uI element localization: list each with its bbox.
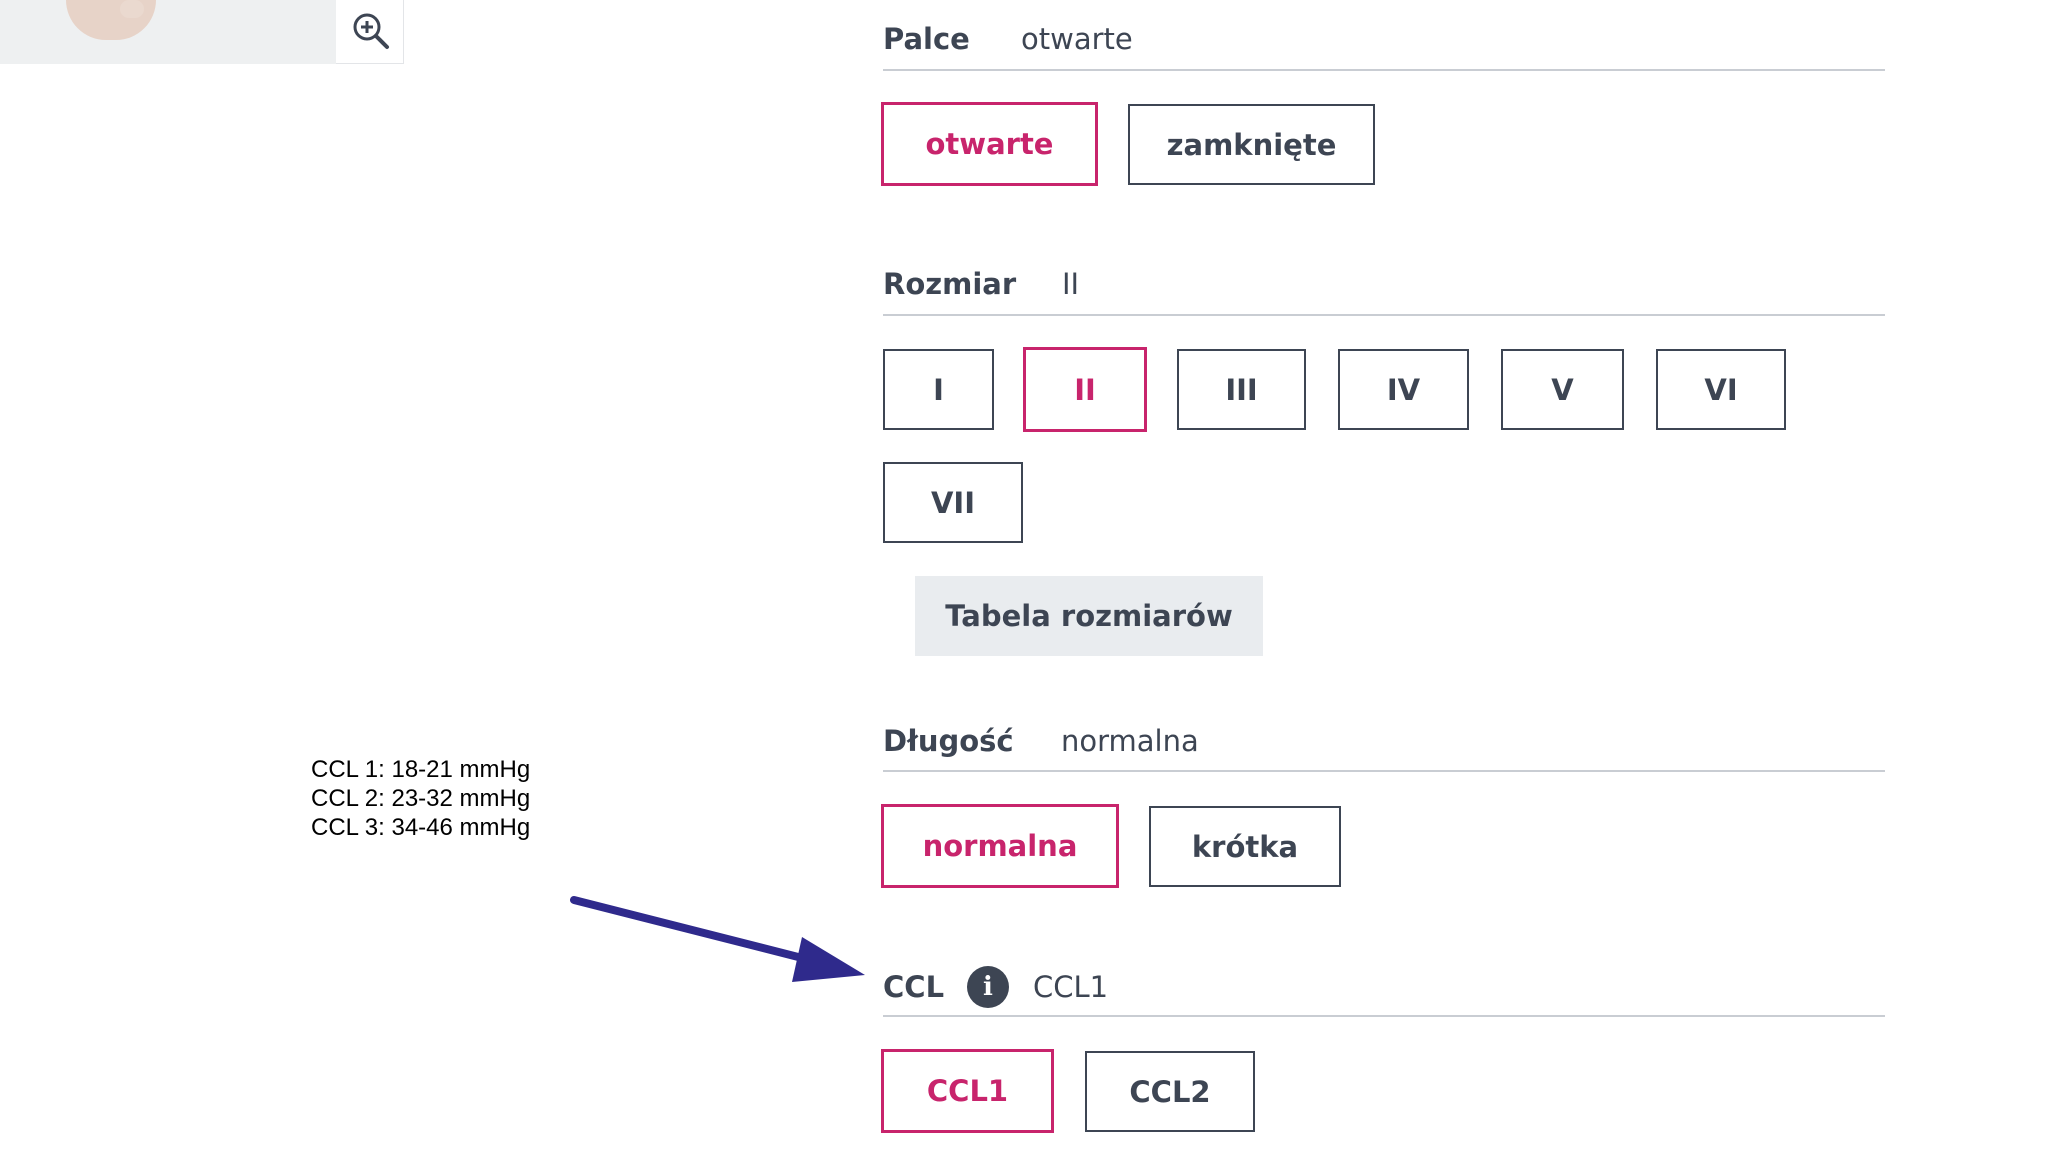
ccl-option-1[interactable]: CCL1 [881,1049,1054,1133]
size-divider [883,314,1885,316]
toes-value: otwarte [1021,22,1133,56]
toes-option-closed[interactable]: zamknięte [1128,104,1375,185]
size-label: Rozmiar [883,267,1017,301]
toes-divider [883,69,1885,71]
toes-option-open[interactable]: otwarte [881,102,1098,186]
info-icon[interactable]: i [967,966,1009,1008]
arrow-icon [570,896,865,982]
ccl-option-2[interactable]: CCL2 [1085,1051,1255,1132]
size-option-7[interactable]: VII [883,462,1023,543]
product-image-detail [120,0,144,18]
length-value: normalna [1061,724,1199,758]
size-table-button[interactable]: Tabela rozmiarów [915,576,1263,656]
ccl-value: CCL1 [1033,970,1109,1004]
ccl-label: CCL [883,970,945,1004]
info-icon-glyph: i [983,972,993,1002]
length-divider [883,770,1885,772]
length-option-short[interactable]: krótka [1149,806,1341,887]
size-option-3[interactable]: III [1177,349,1306,430]
size-value: II [1062,267,1080,301]
product-thumbnail[interactable] [0,0,336,64]
ccl-annotation-line: CCL 1: 18-21 mmHg [311,756,531,783]
zoom-button[interactable] [336,0,404,64]
size-option-6[interactable]: VI [1656,349,1786,430]
toes-label: Palce [883,22,970,56]
size-option-1[interactable]: I [883,349,994,430]
ccl-annotation-line: CCL 2: 23-32 mmHg [311,785,531,812]
ccl-divider [883,1015,1885,1017]
size-option-2[interactable]: II [1023,347,1147,432]
length-option-normal[interactable]: normalna [881,804,1119,888]
size-option-4[interactable]: IV [1338,349,1469,430]
length-label: Długość [883,724,1014,758]
size-option-5[interactable]: V [1501,349,1624,430]
ccl-annotation: CCL 1: 18-21 mmHg CCL 2: 23-32 mmHg CCL … [311,755,530,842]
ccl-annotation-line: CCL 3: 34-46 mmHg [311,814,531,841]
zoom-in-icon [353,13,389,49]
